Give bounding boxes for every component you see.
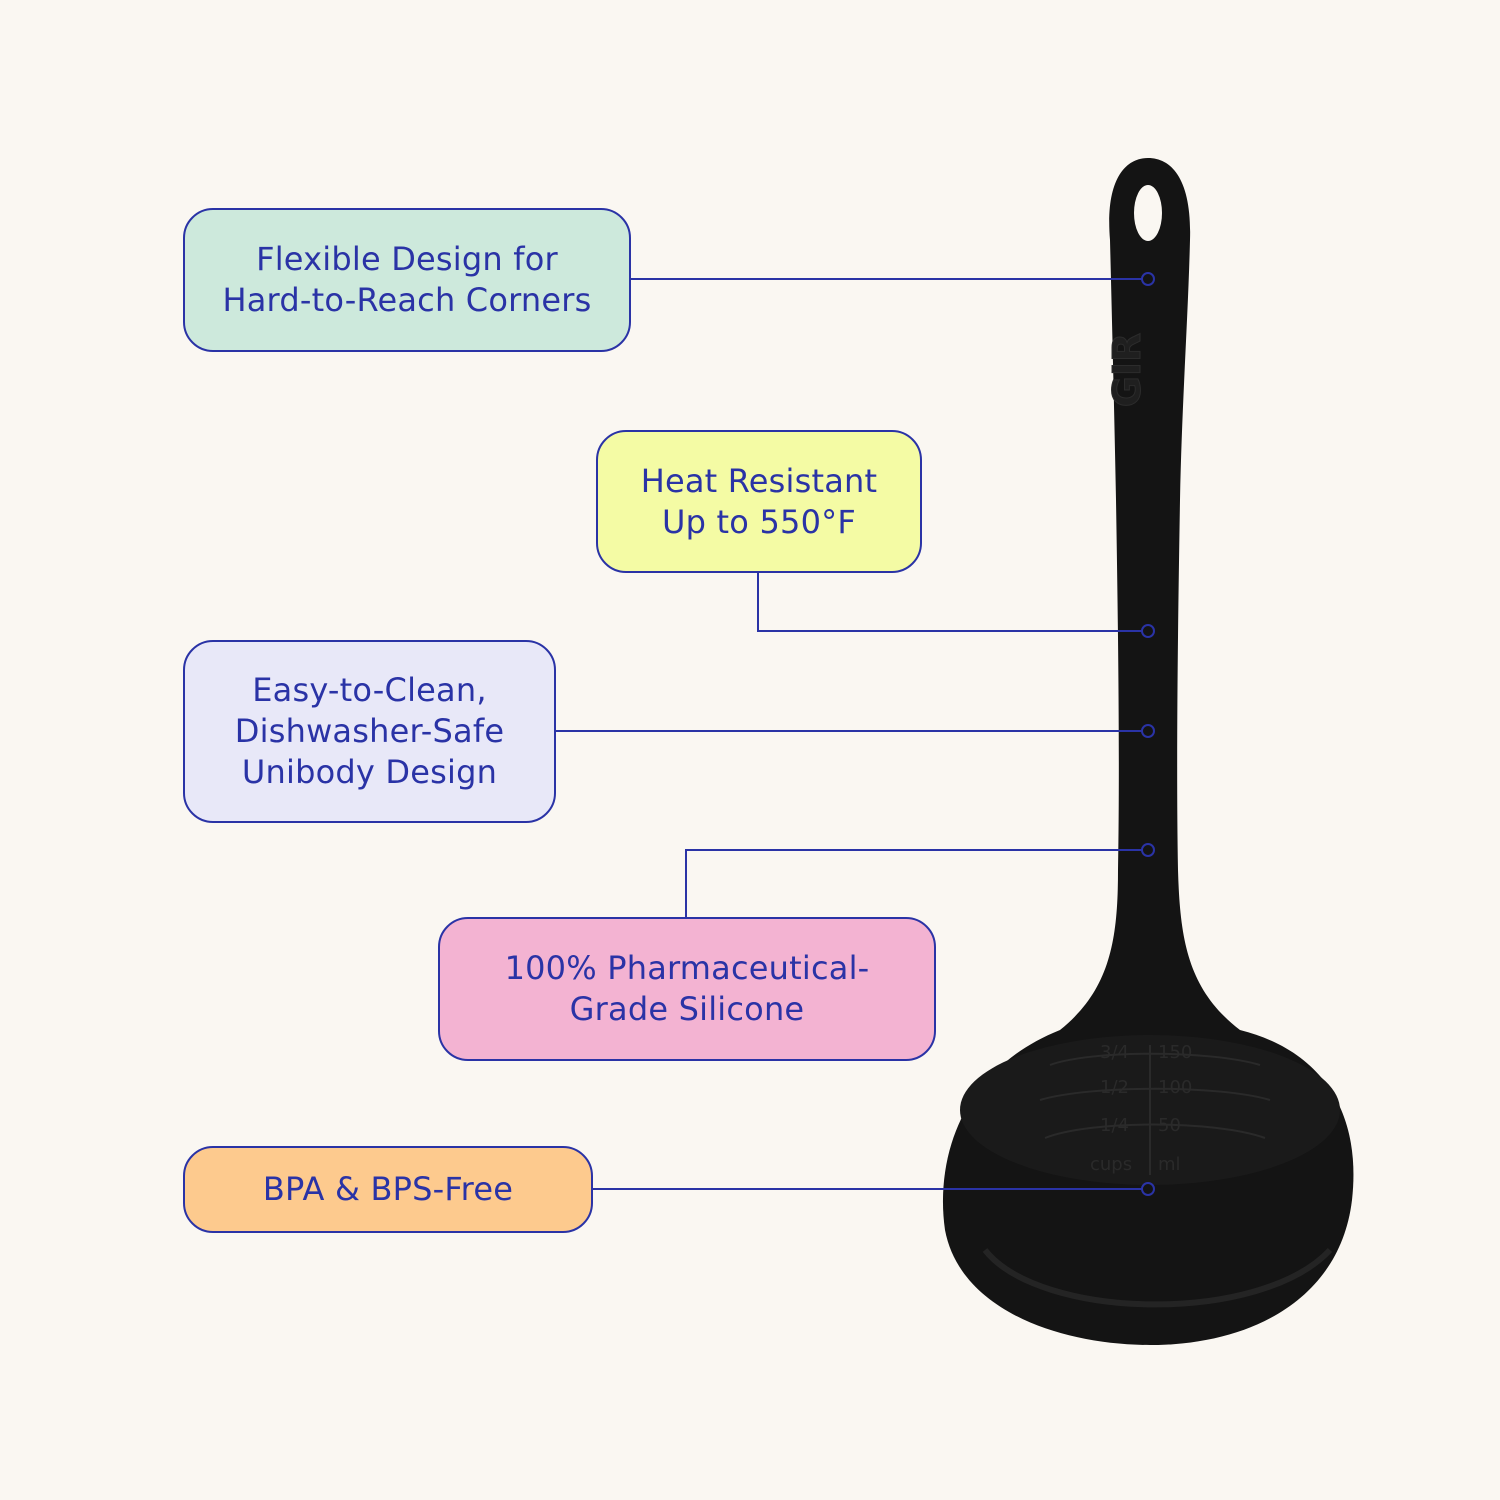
callout-heat-resistant: Heat Resistant Up to 550°F [596, 430, 922, 573]
cups-mark-3: cups [1090, 1154, 1132, 1175]
callout-easy-to-clean-label: Easy-to-Clean, Dishwasher-Safe Unibody D… [234, 671, 505, 791]
callout-silicone-grade-label: 100% Pharmaceutical- Grade Silicone [504, 949, 870, 1028]
connector-dot-5 [1141, 1182, 1155, 1196]
ml-mark-0: 150 [1158, 1042, 1192, 1063]
hang-hole [1134, 185, 1162, 241]
callout-bpa-free-label: BPA & BPS-Free [262, 1170, 514, 1208]
handle-logo-mark: GIR [1105, 333, 1149, 408]
connector-dot-2 [1141, 624, 1155, 638]
ml-mark-2: 50 [1158, 1115, 1181, 1136]
connector-dot-4 [1141, 843, 1155, 857]
callout-flexible-design: Flexible Design for Hard-to-Reach Corner… [183, 208, 631, 352]
bowl-rim-highlight [982, 1247, 1333, 1308]
ml-mark-1: 100 [1158, 1077, 1192, 1098]
connector-4 [685, 849, 1142, 917]
callout-bpa-free: BPA & BPS-Free [183, 1146, 593, 1233]
callout-silicone-grade: 100% Pharmaceutical- Grade Silicone [438, 917, 936, 1061]
cups-mark-0: 3/4 [1100, 1042, 1129, 1063]
connector-dot-1 [1141, 272, 1155, 286]
callout-heat-resistant-label: Heat Resistant Up to 550°F [640, 461, 878, 541]
ml-mark-3: ml [1158, 1154, 1181, 1175]
connector-lines [556, 278, 1142, 1190]
connector-dot-3 [1141, 724, 1155, 738]
connector-dots [1141, 272, 1155, 1196]
ladle-handle [1060, 158, 1240, 1030]
callout-flexible-design-label: Flexible Design for Hard-to-Reach Corner… [222, 240, 592, 319]
cups-mark-1: 1/2 [1100, 1077, 1129, 1098]
connector-2 [757, 573, 1142, 632]
callout-easy-to-clean: Easy-to-Clean, Dishwasher-Safe Unibody D… [183, 640, 556, 823]
cups-mark-2: 1/4 [1100, 1115, 1129, 1136]
measurement-marks: 3/4 1/2 1/4 cups 150 100 50 ml [1039, 1042, 1271, 1175]
